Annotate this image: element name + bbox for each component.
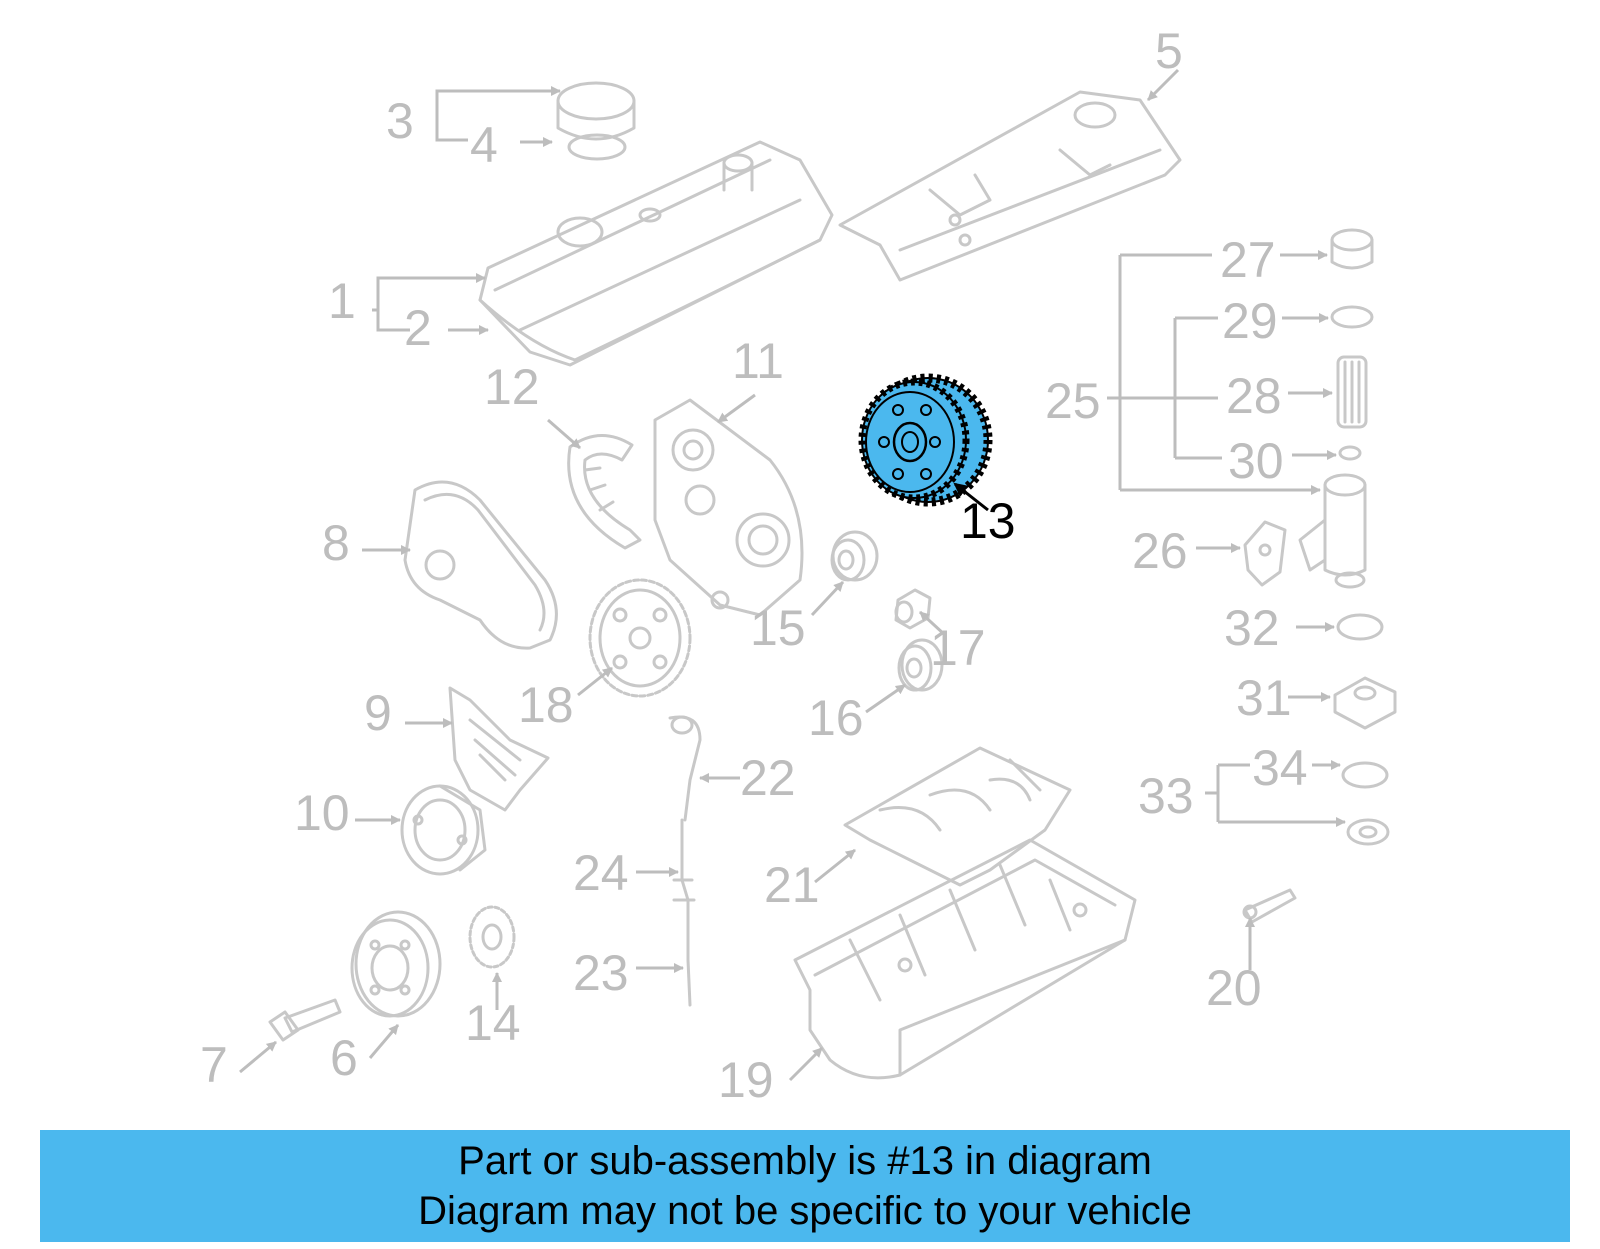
idler-pulley-part (830, 530, 879, 582)
callout-10: 10 (294, 785, 350, 841)
callout-3: 3 (386, 93, 414, 149)
sprocket-part (588, 578, 692, 698)
upper-cover-part (838, 90, 1182, 282)
callout-13: 13 (960, 493, 1016, 549)
oil-baffle-part (843, 746, 1072, 887)
callout-6: 6 (330, 1030, 358, 1086)
dipstick-part (668, 715, 702, 1007)
callout-21: 21 (764, 857, 820, 913)
seal-32-part (1336, 613, 1384, 641)
callout-34: 34 (1252, 740, 1308, 796)
filter-cap-part (1330, 228, 1374, 270)
callout-20: 20 (1206, 960, 1262, 1016)
callout-30: 30 (1228, 433, 1284, 489)
callout-29: 29 (1222, 293, 1278, 349)
bracket-part (448, 686, 550, 812)
callout-14: 14 (465, 995, 521, 1051)
plug-33-part (1346, 818, 1390, 846)
roller-part (897, 638, 944, 692)
oil-cooler-part (1333, 676, 1397, 730)
callout-33: 33 (1138, 768, 1194, 824)
callout-23: 23 (573, 945, 629, 1001)
callout-31: 31 (1236, 670, 1292, 726)
callout-16: 16 (808, 690, 864, 746)
callout-27: 27 (1220, 232, 1276, 288)
banner-line-disclaimer: Diagram may not be specific to your vehi… (418, 1189, 1192, 1233)
callout-9: 9 (364, 685, 392, 741)
callout-7: 7 (200, 1037, 228, 1093)
callout-22: 22 (740, 750, 796, 806)
o-ring-29-part (1330, 305, 1374, 329)
callout-28: 28 (1226, 368, 1282, 424)
valve-cover-part (478, 140, 834, 367)
oil-pan-part (793, 838, 1137, 1080)
timing-housing-part (653, 398, 804, 617)
banner-line-part-info: Part or sub-assembly is #13 in diagram (458, 1139, 1152, 1183)
small-gear-part (468, 905, 516, 969)
callout-25: 25 (1045, 373, 1101, 429)
crank-pulley-part (350, 910, 442, 1018)
sensor-20-part (1242, 888, 1297, 924)
callout-4: 4 (470, 117, 498, 173)
oil-filler-cap-part (556, 81, 636, 161)
callout-12: 12 (484, 359, 540, 415)
callout-24: 24 (573, 845, 629, 901)
highlighted-camshaft-gear-part-13[interactable] (858, 373, 993, 507)
bracket-26-part (1243, 520, 1287, 587)
filter-housing-part (1298, 473, 1367, 589)
callout-2: 2 (404, 300, 432, 356)
callout-32: 32 (1224, 600, 1280, 656)
timing-cover-part (403, 480, 558, 650)
bushing-part (894, 588, 932, 630)
timing-belt-part (567, 434, 642, 550)
callout-19: 19 (718, 1052, 774, 1108)
info-banner: Part or sub-assembly is #13 in diagram D… (40, 1130, 1570, 1242)
o-ring-30-part (1338, 445, 1362, 461)
callout-15: 15 (750, 600, 806, 656)
callout-8: 8 (322, 515, 350, 571)
callout-17: 17 (930, 620, 986, 676)
leader-lines (239, 68, 1346, 1082)
callout-5: 5 (1155, 23, 1183, 79)
bolt-part (268, 998, 342, 1042)
callout-1: 1 (328, 273, 356, 329)
pump-part (400, 784, 487, 876)
callout-11: 11 (732, 333, 784, 389)
callout-18: 18 (518, 677, 574, 733)
callout-26: 26 (1132, 523, 1188, 579)
seal-34-part (1341, 761, 1389, 789)
oil-filter-element-part (1336, 355, 1368, 429)
